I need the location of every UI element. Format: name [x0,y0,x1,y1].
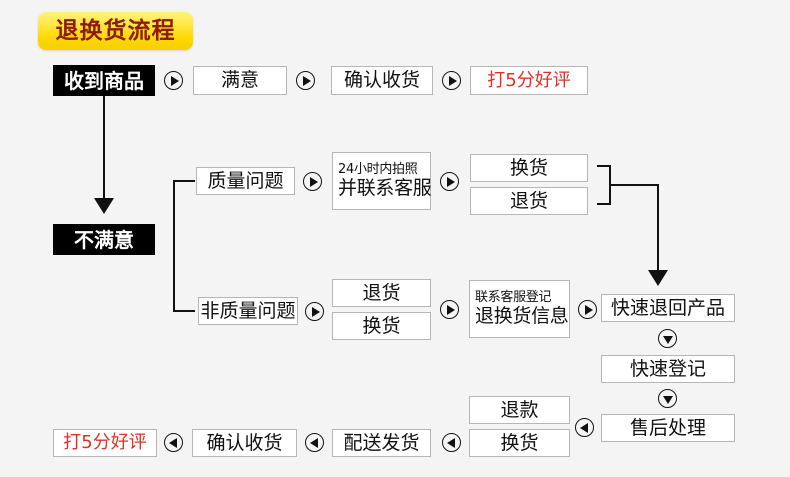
arrowhead-down-icon [94,198,114,214]
arrow-down-icon [658,329,677,348]
node-return-quality[interactable]: 退货 [470,187,588,215]
node-received[interactable]: 收到商品 [53,65,155,96]
node-register-line1: 联系客服登记 [475,289,552,305]
page-title: 退换货流程 [55,17,176,44]
node-confirm-receipt-top[interactable]: 确认收货 [331,66,433,95]
arrow-down-icon [658,389,677,408]
node-non-quality-issue[interactable]: 非质量问题 [198,297,298,325]
node-delivery-shipping[interactable]: 配送发货 [332,429,431,457]
node-quality-issue[interactable]: 质量问题 [196,167,295,195]
arrow-right-icon [440,172,459,191]
arrow-right-icon [305,302,324,321]
arrow-left-icon [305,433,324,452]
branch-bracket [173,180,195,312]
node-after-sales[interactable]: 售后处理 [601,414,735,442]
node-exchange-bottom[interactable]: 换货 [469,429,570,457]
node-unsatisfied[interactable]: 不满意 [53,224,155,255]
node-exchange-nonquality[interactable]: 换货 [332,312,431,340]
page-title-badge: 退换货流程 [38,12,193,50]
node-return-nonquality[interactable]: 退货 [332,279,431,307]
arrow-left-icon [442,433,461,452]
connector-merge-horizontal [609,184,659,186]
node-photo-contact[interactable]: 24小时内拍照 并联系客服 [332,152,432,210]
node-exchange-quality[interactable]: 换货 [470,154,588,182]
arrow-right-icon [440,300,459,319]
node-register-info[interactable]: 联系客服登记 退换货信息 [469,280,570,338]
node-satisfied[interactable]: 满意 [193,66,287,95]
arrow-right-icon [303,172,322,191]
arrow-right-icon [296,71,315,90]
node-photo-line1: 24小时内拍照 [338,161,418,177]
connector-merge-vertical [657,184,659,272]
node-refund-bottom[interactable]: 退款 [469,396,570,424]
node-fast-register[interactable]: 快速登记 [601,355,735,383]
node-five-star-bottom[interactable]: 打5分好评 [53,429,157,457]
node-five-star-top[interactable]: 打5分好评 [470,66,588,95]
arrow-right-icon [578,300,597,319]
arrow-left-icon [164,433,183,452]
arrow-right-icon [164,71,183,90]
connector-received-unsatisfied [103,96,105,200]
arrow-left-icon [575,418,594,437]
node-confirm-receipt-bottom[interactable]: 确认收货 [192,429,297,457]
arrowhead-down-icon [648,270,668,286]
node-photo-line2: 并联系客服 [338,176,432,199]
node-register-line2: 退换货信息 [475,304,569,327]
arrow-right-icon [442,71,461,90]
node-fast-return-product[interactable]: 快速退回产品 [601,294,735,322]
